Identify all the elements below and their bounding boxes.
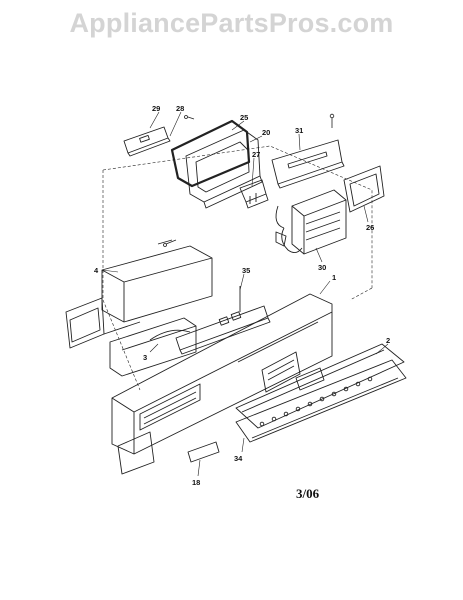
callout-20: 20 (262, 128, 270, 137)
callout-26: 26 (366, 223, 374, 232)
part-34-button-panel (235, 359, 407, 443)
part-29-bezel (123, 126, 171, 157)
screws (163, 113, 335, 247)
part-31-panel-plate (271, 139, 345, 189)
part-26-screen-bezel (343, 165, 385, 213)
callout-2: 2 (386, 336, 390, 345)
callout-18: 18 (192, 478, 200, 487)
callout-34: 34 (234, 454, 243, 463)
callout-27: 27 (252, 150, 260, 159)
callout-28: 28 (176, 104, 184, 113)
part-1-console (111, 293, 333, 475)
revision-date-code: 3/06 (296, 486, 320, 501)
part-3-wiring-bracket (109, 317, 197, 377)
callout-labels: 29 28 25 20 31 27 26 30 4 35 1 3 2 34 18 (94, 104, 390, 487)
callout-29: 29 (152, 104, 160, 113)
assembly-dashed-outline (102, 145, 373, 391)
part-18-label (187, 441, 220, 463)
callout-25: 25 (240, 113, 248, 122)
part-35-circuit-board (175, 286, 271, 355)
part-30-control-module (275, 189, 347, 255)
watermark: AppliancePartsPros.com (69, 8, 394, 38)
part-20-display-frame (185, 129, 263, 209)
callout-31: 31 (295, 126, 303, 135)
part-25-gasket (170, 119, 251, 188)
part-4-rear-housing (65, 239, 213, 349)
callout-30: 30 (318, 263, 326, 272)
callout-35: 35 (242, 266, 250, 275)
leader-lines (101, 111, 389, 477)
callout-1: 1 (332, 273, 336, 282)
callout-4: 4 (94, 266, 99, 275)
part-27-connector (239, 179, 269, 209)
callout-3: 3 (143, 353, 147, 362)
part-2-overlay (235, 343, 405, 429)
